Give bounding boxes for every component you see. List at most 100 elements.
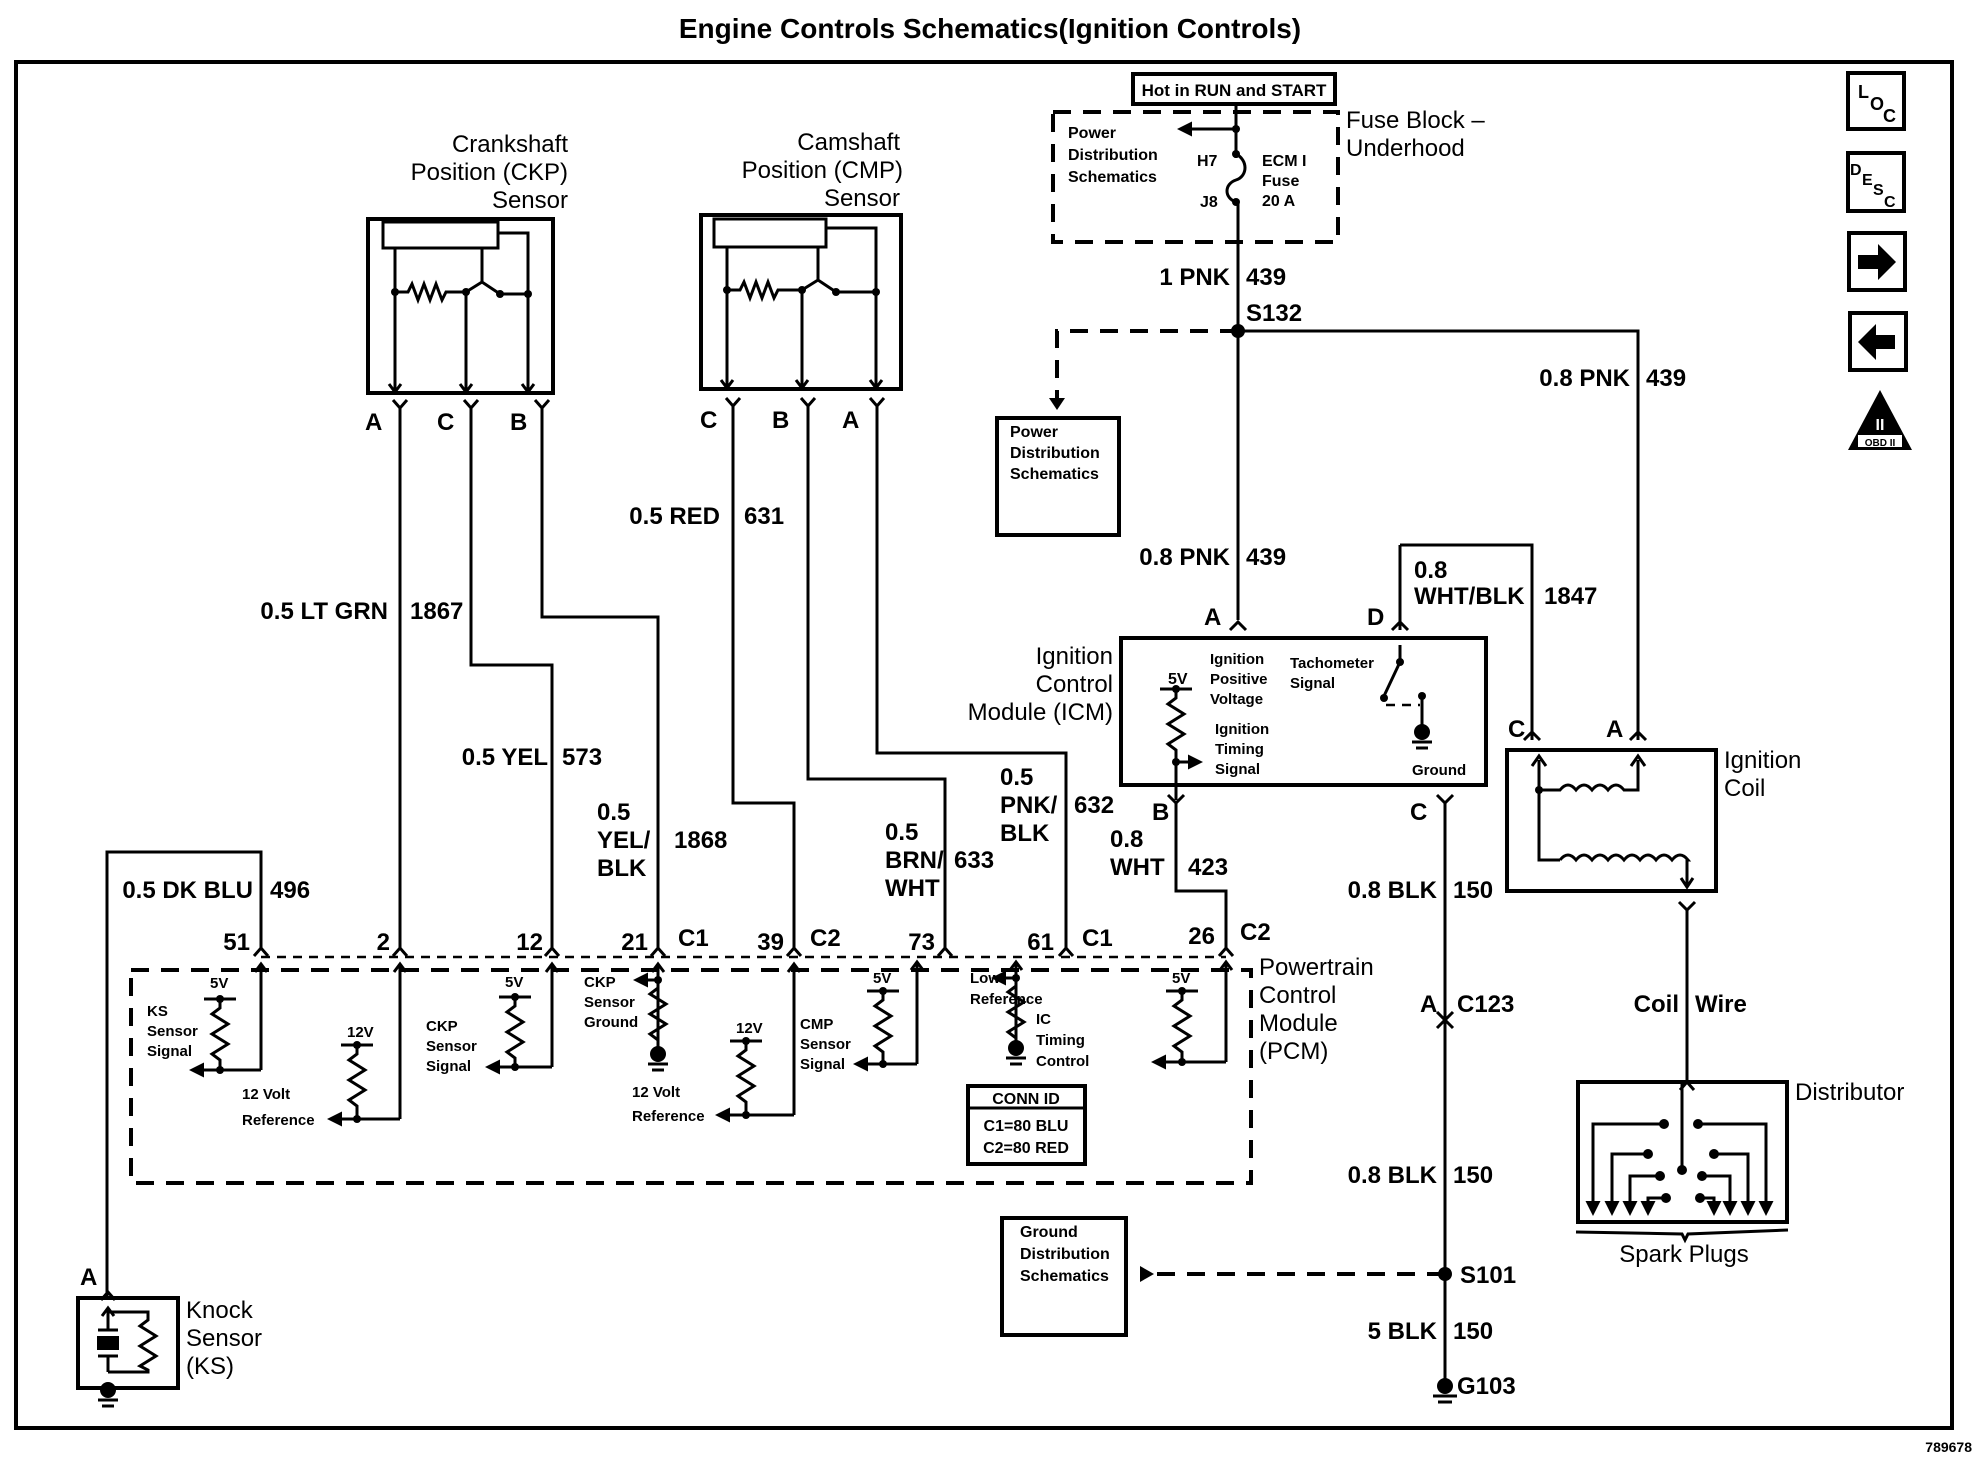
icm-tach-text-2: Signal [1290, 675, 1335, 692]
splice-label: S132 [1246, 300, 1302, 327]
wire-label-color-2: WHT [885, 875, 940, 902]
loc-icon[interactable]: L O C [1846, 71, 1906, 131]
wire-label: 0.8 [1110, 826, 1143, 853]
wire-label: 5 BLK [1368, 1318, 1438, 1345]
wire-label: 0.8 BLK [1348, 877, 1438, 904]
pcm-ks-signal-text-3: Signal [147, 1043, 192, 1060]
pcm-ckp-ground-text: CKP [584, 974, 616, 991]
wire-label: 0.8 [1414, 557, 1447, 584]
svg-text:26: 26 [1188, 923, 1215, 950]
pcm-cmp-signal-text-2: Sensor [800, 1036, 851, 1053]
fuse-label-2: Fuse [1262, 173, 1299, 190]
wire-label: 1 PNK [1159, 264, 1230, 291]
wire-circuit: 439 [1246, 264, 1286, 291]
conn-id-box [966, 1084, 1087, 1166]
icm-label: Ignition [1036, 643, 1113, 670]
wire-label: 0.5 DK BLU [122, 877, 253, 904]
pcm-ic-timing-text-2: Timing [1036, 1032, 1085, 1049]
pd-box-text-2: Distribution [1010, 445, 1100, 462]
fuse-pin-h7: H7 [1197, 153, 1218, 170]
gd-box-text-3: Schematics [1020, 1268, 1109, 1285]
gd-box-text-2: Distribution [1020, 1246, 1110, 1263]
distributor-label: Distributor [1795, 1079, 1904, 1106]
pcm-label-2: Control [1259, 982, 1336, 1009]
svg-text:21: 21 [621, 929, 648, 956]
spark-plugs-brace [1575, 1228, 1789, 1244]
wire-label-color-2: BLK [597, 855, 647, 882]
wire-circuit: 439 [1646, 365, 1686, 392]
wire-label: 0.5 YEL [462, 744, 548, 771]
icm-tach-text: Tachometer [1290, 655, 1374, 672]
wire-circuit: 496 [270, 877, 310, 904]
pcm-pin-39: 39 C2 [757, 925, 841, 957]
wire-circuit: 1868 [674, 827, 727, 854]
coil-label-2: Coil [1724, 775, 1765, 802]
svg-text:O: O [1870, 94, 1884, 114]
pcm-ks-signal-text-2: Sensor [147, 1023, 198, 1040]
svg-text:73: 73 [908, 929, 935, 956]
desc-icon[interactable]: D E S C [1846, 151, 1906, 213]
fuse-pin-j8: J8 [1200, 194, 1218, 211]
pcm-12v-ref-text: 12 Volt [632, 1084, 680, 1101]
coil-label: Ignition [1724, 747, 1801, 774]
icm-pin-d: D [1367, 604, 1384, 631]
pcm-5v: 5V [1172, 970, 1190, 987]
svg-text:D: D [1850, 162, 1862, 179]
pcm-5v: 5V [210, 975, 228, 992]
next-arrow-icon[interactable] [1847, 231, 1907, 292]
pcm-label-3: Module [1259, 1010, 1338, 1037]
wire-circuit: 1847 [1544, 583, 1597, 610]
pcm-ic-timing-text-3: Control [1036, 1053, 1089, 1070]
svg-text:C2: C2 [1240, 919, 1271, 946]
ckp-pin-c: C [437, 409, 454, 436]
coil-pin-c: C [1508, 716, 1525, 743]
pcm-5v: 5V [873, 970, 891, 987]
pcm-ckp-signal-text-3: Signal [426, 1058, 471, 1075]
c123-pin: A [1420, 991, 1437, 1018]
hot-in-run-start-label: Hot in RUN and START [1142, 81, 1327, 100]
icm-5v: 5V [1168, 671, 1188, 688]
wire-label-color: PNK/ [1000, 792, 1058, 819]
coil-wire-label-2: Wire [1695, 991, 1747, 1018]
pcm-pin-21: 21 C1 [621, 925, 709, 957]
icm-ground-text: Ground [1412, 762, 1466, 779]
ckp-pin-a: A [365, 409, 382, 436]
svg-text:39: 39 [757, 929, 784, 956]
c123-label: C123 [1457, 991, 1514, 1018]
coil-wire-label: Coil [1634, 991, 1679, 1018]
pcm-pin-12: 12 [516, 929, 561, 957]
ckp-sensor-label-2: Position (CKP) [411, 159, 568, 186]
fuse-label-3: 20 A [1262, 193, 1296, 210]
wire-circuit: 150 [1453, 877, 1493, 904]
pcm-ic-timing-text: IC [1036, 1011, 1051, 1028]
obd2-icon[interactable]: II OBD II [1848, 390, 1912, 450]
power-distribution-box[interactable] [995, 416, 1121, 537]
wire-label: 0.5 [1000, 764, 1033, 791]
cmp-sensor-label-3: Sensor [824, 185, 900, 212]
coil-pin-a: A [1606, 716, 1623, 743]
svg-text:C2: C2 [810, 925, 841, 952]
page-title: Engine Controls Schematics(Ignition Cont… [679, 13, 1301, 44]
ignition-control-module [1119, 636, 1488, 787]
icm-its-text-3: Signal [1215, 761, 1260, 778]
svg-text:C1: C1 [678, 925, 709, 952]
ks-pin-a: A [80, 1264, 97, 1291]
ignition-coil [1505, 748, 1718, 893]
wire-label: 0.8 PNK [1139, 544, 1230, 571]
ks-label-3: (KS) [186, 1353, 234, 1380]
pcm-5v: 5V [505, 974, 523, 991]
back-arrow-icon[interactable] [1848, 311, 1908, 372]
pcm-12v-ref-text-2: Reference [242, 1112, 315, 1129]
wire-circuit: 423 [1188, 854, 1228, 881]
wire-label-color-2: BLK [1000, 820, 1050, 847]
pd-ref-text-2: Distribution [1068, 147, 1158, 164]
wire-circuit: 631 [744, 503, 784, 530]
fuse-label: ECM I [1262, 153, 1306, 170]
pcm-cmp-signal-text-3: Signal [800, 1056, 845, 1073]
icm-its-text: Ignition [1215, 721, 1269, 738]
svg-text:51: 51 [223, 929, 250, 956]
ground-distribution-box[interactable] [1000, 1216, 1128, 1337]
wire-circuit: 1867 [410, 598, 463, 625]
wire-circuit: 150 [1453, 1318, 1493, 1345]
